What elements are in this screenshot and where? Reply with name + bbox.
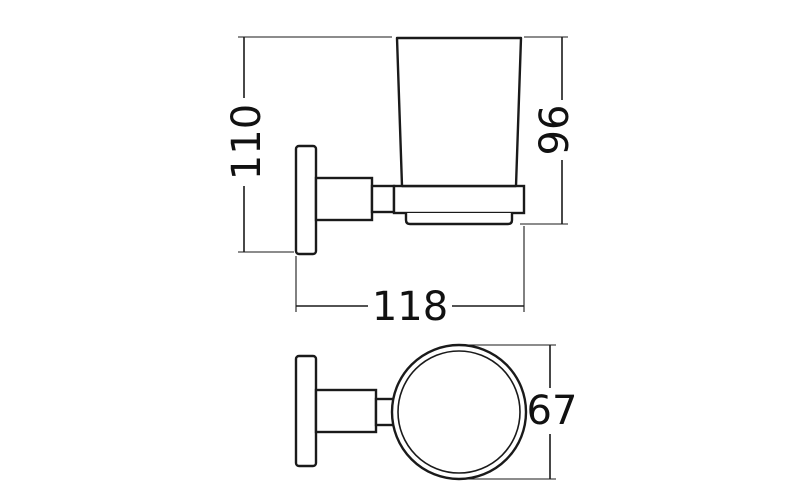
dim-118: 118	[295, 226, 525, 330]
dim-110-label: 110	[224, 104, 270, 180]
top-ring-inner	[397, 350, 521, 474]
side-cup-bottom	[404, 213, 514, 226]
dim-67: 67	[459, 344, 578, 480]
side-wall-plate	[294, 144, 318, 256]
top-arm	[314, 388, 378, 434]
side-view: 110 96 118	[224, 36, 578, 330]
top-view: 67	[294, 343, 578, 481]
side-arm	[314, 176, 374, 222]
top-wall-plate	[294, 354, 318, 468]
dim-67-label: 67	[527, 388, 578, 434]
side-cup	[395, 36, 523, 188]
dim-118-label: 118	[372, 284, 448, 330]
dim-96-label: 96	[532, 105, 578, 156]
side-holder-ring	[392, 184, 526, 215]
dim-110: 110	[224, 36, 392, 253]
dim-96: 96	[520, 36, 578, 225]
top-ring-outer	[390, 343, 528, 481]
side-connector	[370, 184, 396, 214]
